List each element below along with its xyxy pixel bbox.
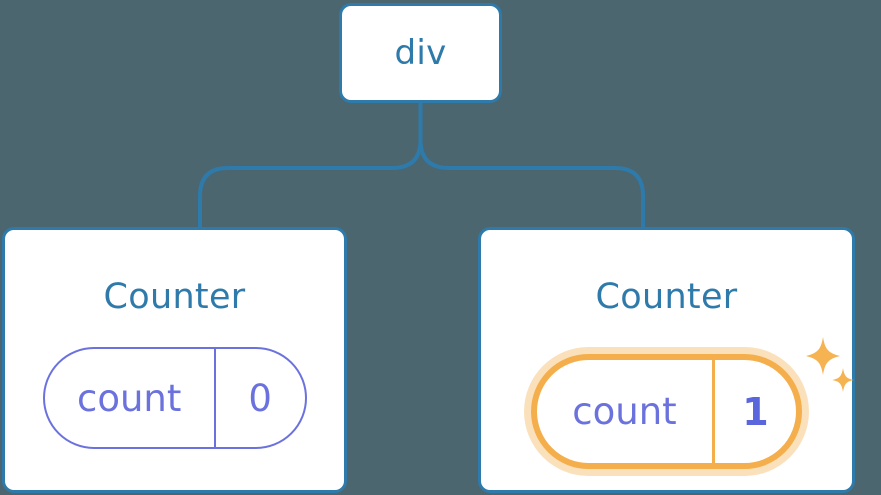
state-pill-right-key-cell: count (537, 360, 715, 463)
state-pill-left-key-cell: count (45, 349, 216, 447)
node-div[interactable]: div (339, 3, 502, 103)
state-pill-left[interactable]: count 0 (42, 347, 307, 449)
state-pill-left-value-cell: 0 (216, 349, 305, 447)
state-pill-left-wrapper: count 0 (42, 347, 307, 449)
node-counter-left[interactable]: Counter count 0 (2, 227, 347, 493)
state-pill-right-key: count (572, 390, 677, 433)
state-pill-right-value-cell: 1 (715, 360, 796, 463)
sparkle-group (806, 337, 854, 392)
state-pill-right[interactable]: count 1 (531, 354, 802, 469)
state-pill-right-wrapper: count 1 (524, 337, 854, 476)
state-pill-right-halo: count 1 (524, 347, 809, 476)
state-pill-right-value: 1 (742, 389, 769, 434)
edge-div-to-counter-right (418, 103, 645, 227)
state-pill-left-key: count (76, 376, 182, 420)
node-counter-right[interactable]: Counter count 1 (478, 227, 855, 493)
sparkle-small-icon (832, 368, 854, 392)
node-counter-right-label: Counter (595, 277, 738, 317)
sparkle-large-icon (806, 337, 840, 375)
node-counter-left-label: Counter (103, 277, 246, 317)
state-pill-left-value: 0 (248, 376, 272, 420)
node-div-label: div (394, 33, 447, 73)
edge-div-to-counter-left (198, 103, 423, 227)
